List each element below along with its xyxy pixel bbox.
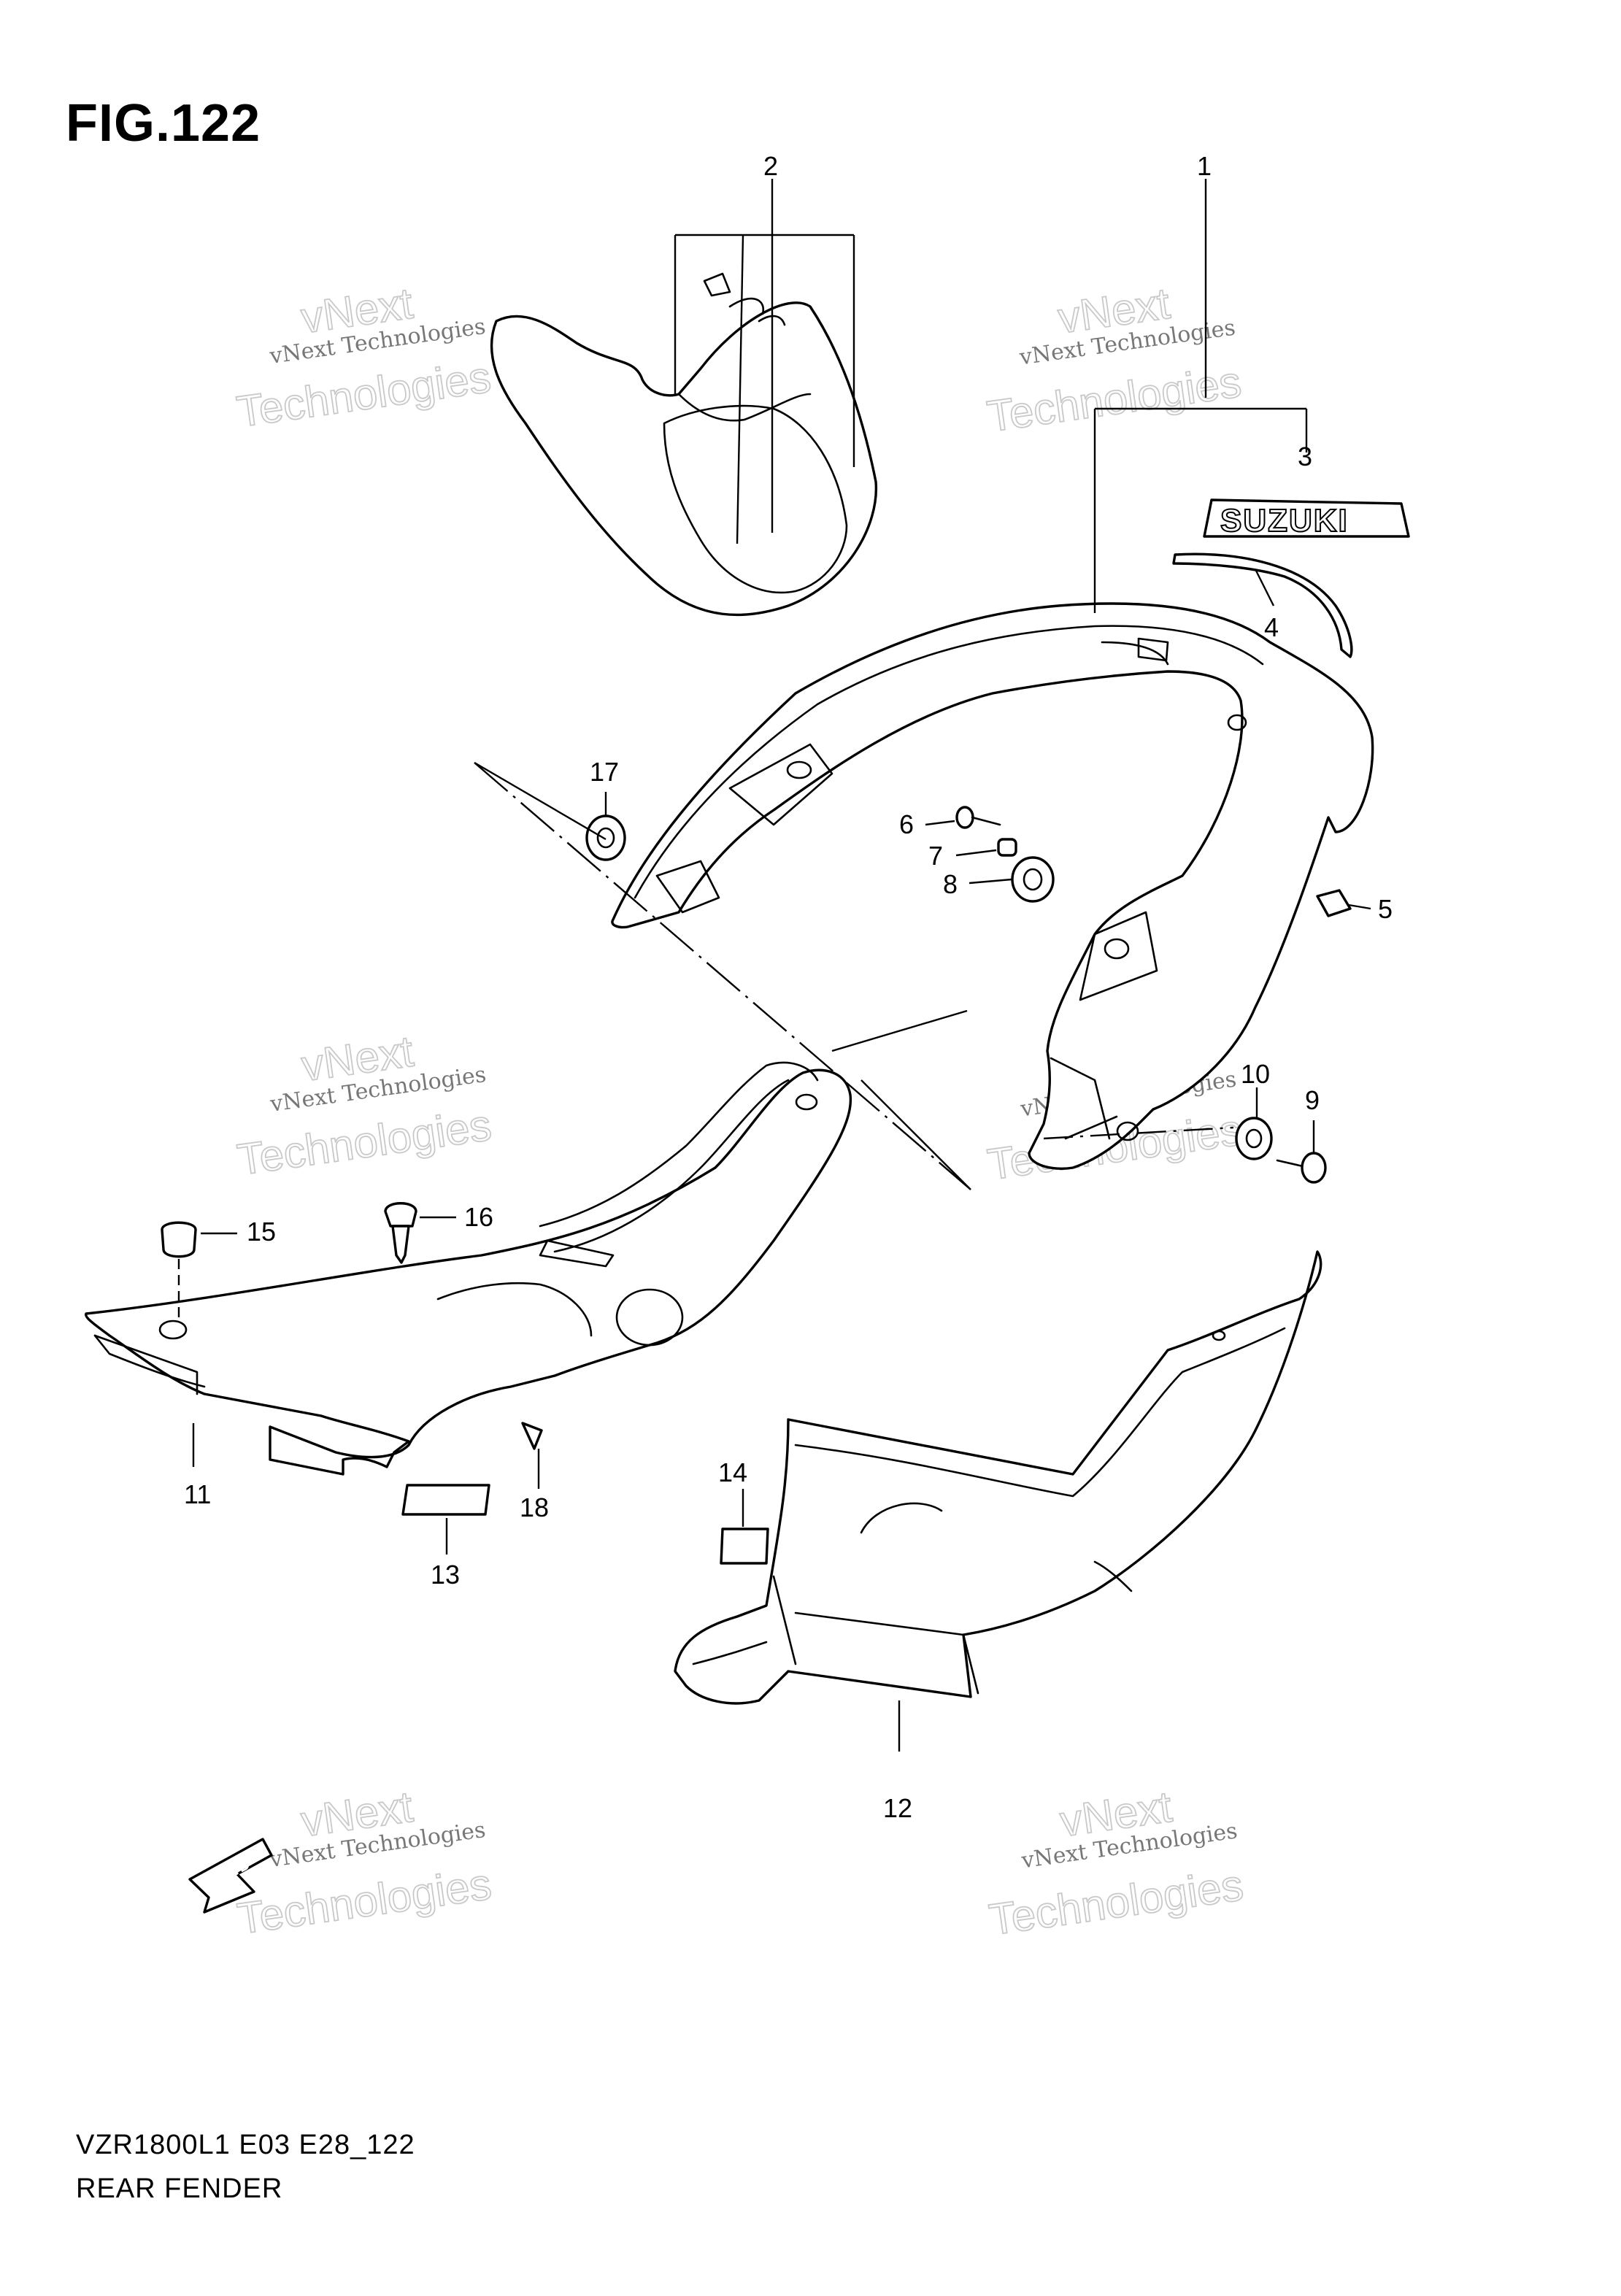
- callout-1: 1: [1197, 151, 1212, 181]
- fwd-arrow-icon: FWD: [188, 1838, 273, 1914]
- part-11-frame-cover: [85, 1061, 852, 1476]
- part-1-rear-cover: [611, 602, 1374, 1170]
- figure-title: FIG.122: [66, 94, 261, 153]
- part-2-front-fender: [490, 272, 878, 617]
- callout-8: 8: [943, 869, 958, 899]
- footer-model-code: VZR1800L1 E03 E28_122: [76, 2130, 415, 2160]
- callout-16: 16: [464, 1202, 493, 1232]
- part-10-cushion: [1235, 1087, 1273, 1160]
- callout-17: 17: [590, 757, 619, 787]
- callout-15: 15: [247, 1217, 276, 1247]
- alignment-lines: [474, 761, 1234, 1190]
- callout-18: 18: [520, 1492, 549, 1522]
- part-9-bolt: [1276, 1120, 1327, 1184]
- callout-5: 5: [1378, 894, 1393, 924]
- part-5-clip-nut: [1316, 889, 1371, 917]
- watermark-mid-left: vNext vNext Technologies Technologies: [234, 1026, 495, 1185]
- callout-13: 13: [431, 1560, 460, 1590]
- part-3-suzuki-emblem: SUZUKI: [1203, 498, 1410, 539]
- callout-11: 11: [184, 1479, 211, 1509]
- part-17-cushion: [585, 792, 626, 861]
- watermark-top-left: vNext vNext Technologies Technologies: [234, 278, 495, 437]
- part-8-cushion: [969, 856, 1055, 903]
- callout-6: 6: [899, 809, 914, 839]
- callout-10: 10: [1241, 1059, 1270, 1089]
- callout-12: 12: [883, 1793, 912, 1823]
- callout-9: 9: [1305, 1085, 1320, 1115]
- part-4-tape-strip: [1172, 552, 1353, 658]
- watermark-bottom-right: vNext vNext Technologies Technologies: [985, 1781, 1247, 1945]
- callout-7: 7: [928, 841, 943, 871]
- callout-1-leader: [1093, 179, 1308, 613]
- part-12-lower-cover: [674, 1250, 1322, 1752]
- part-14-pad: [720, 1489, 769, 1565]
- part-6-bolt: [925, 806, 1001, 829]
- callout-14: 14: [718, 1457, 747, 1487]
- callout-4: 4: [1264, 612, 1279, 642]
- part-16-clip: [384, 1202, 456, 1264]
- callout-2-leader: [674, 179, 855, 544]
- part-15-grommet: [161, 1221, 237, 1321]
- part-13-pad: [401, 1484, 490, 1555]
- part-7-collar: [955, 838, 1017, 857]
- callout-3: 3: [1298, 442, 1312, 471]
- callout-2: 2: [763, 151, 778, 181]
- emblem-text: SUZUKI: [1220, 503, 1349, 539]
- part-18-screw: [521, 1422, 543, 1489]
- footer-section-name: REAR FENDER: [76, 2173, 283, 2204]
